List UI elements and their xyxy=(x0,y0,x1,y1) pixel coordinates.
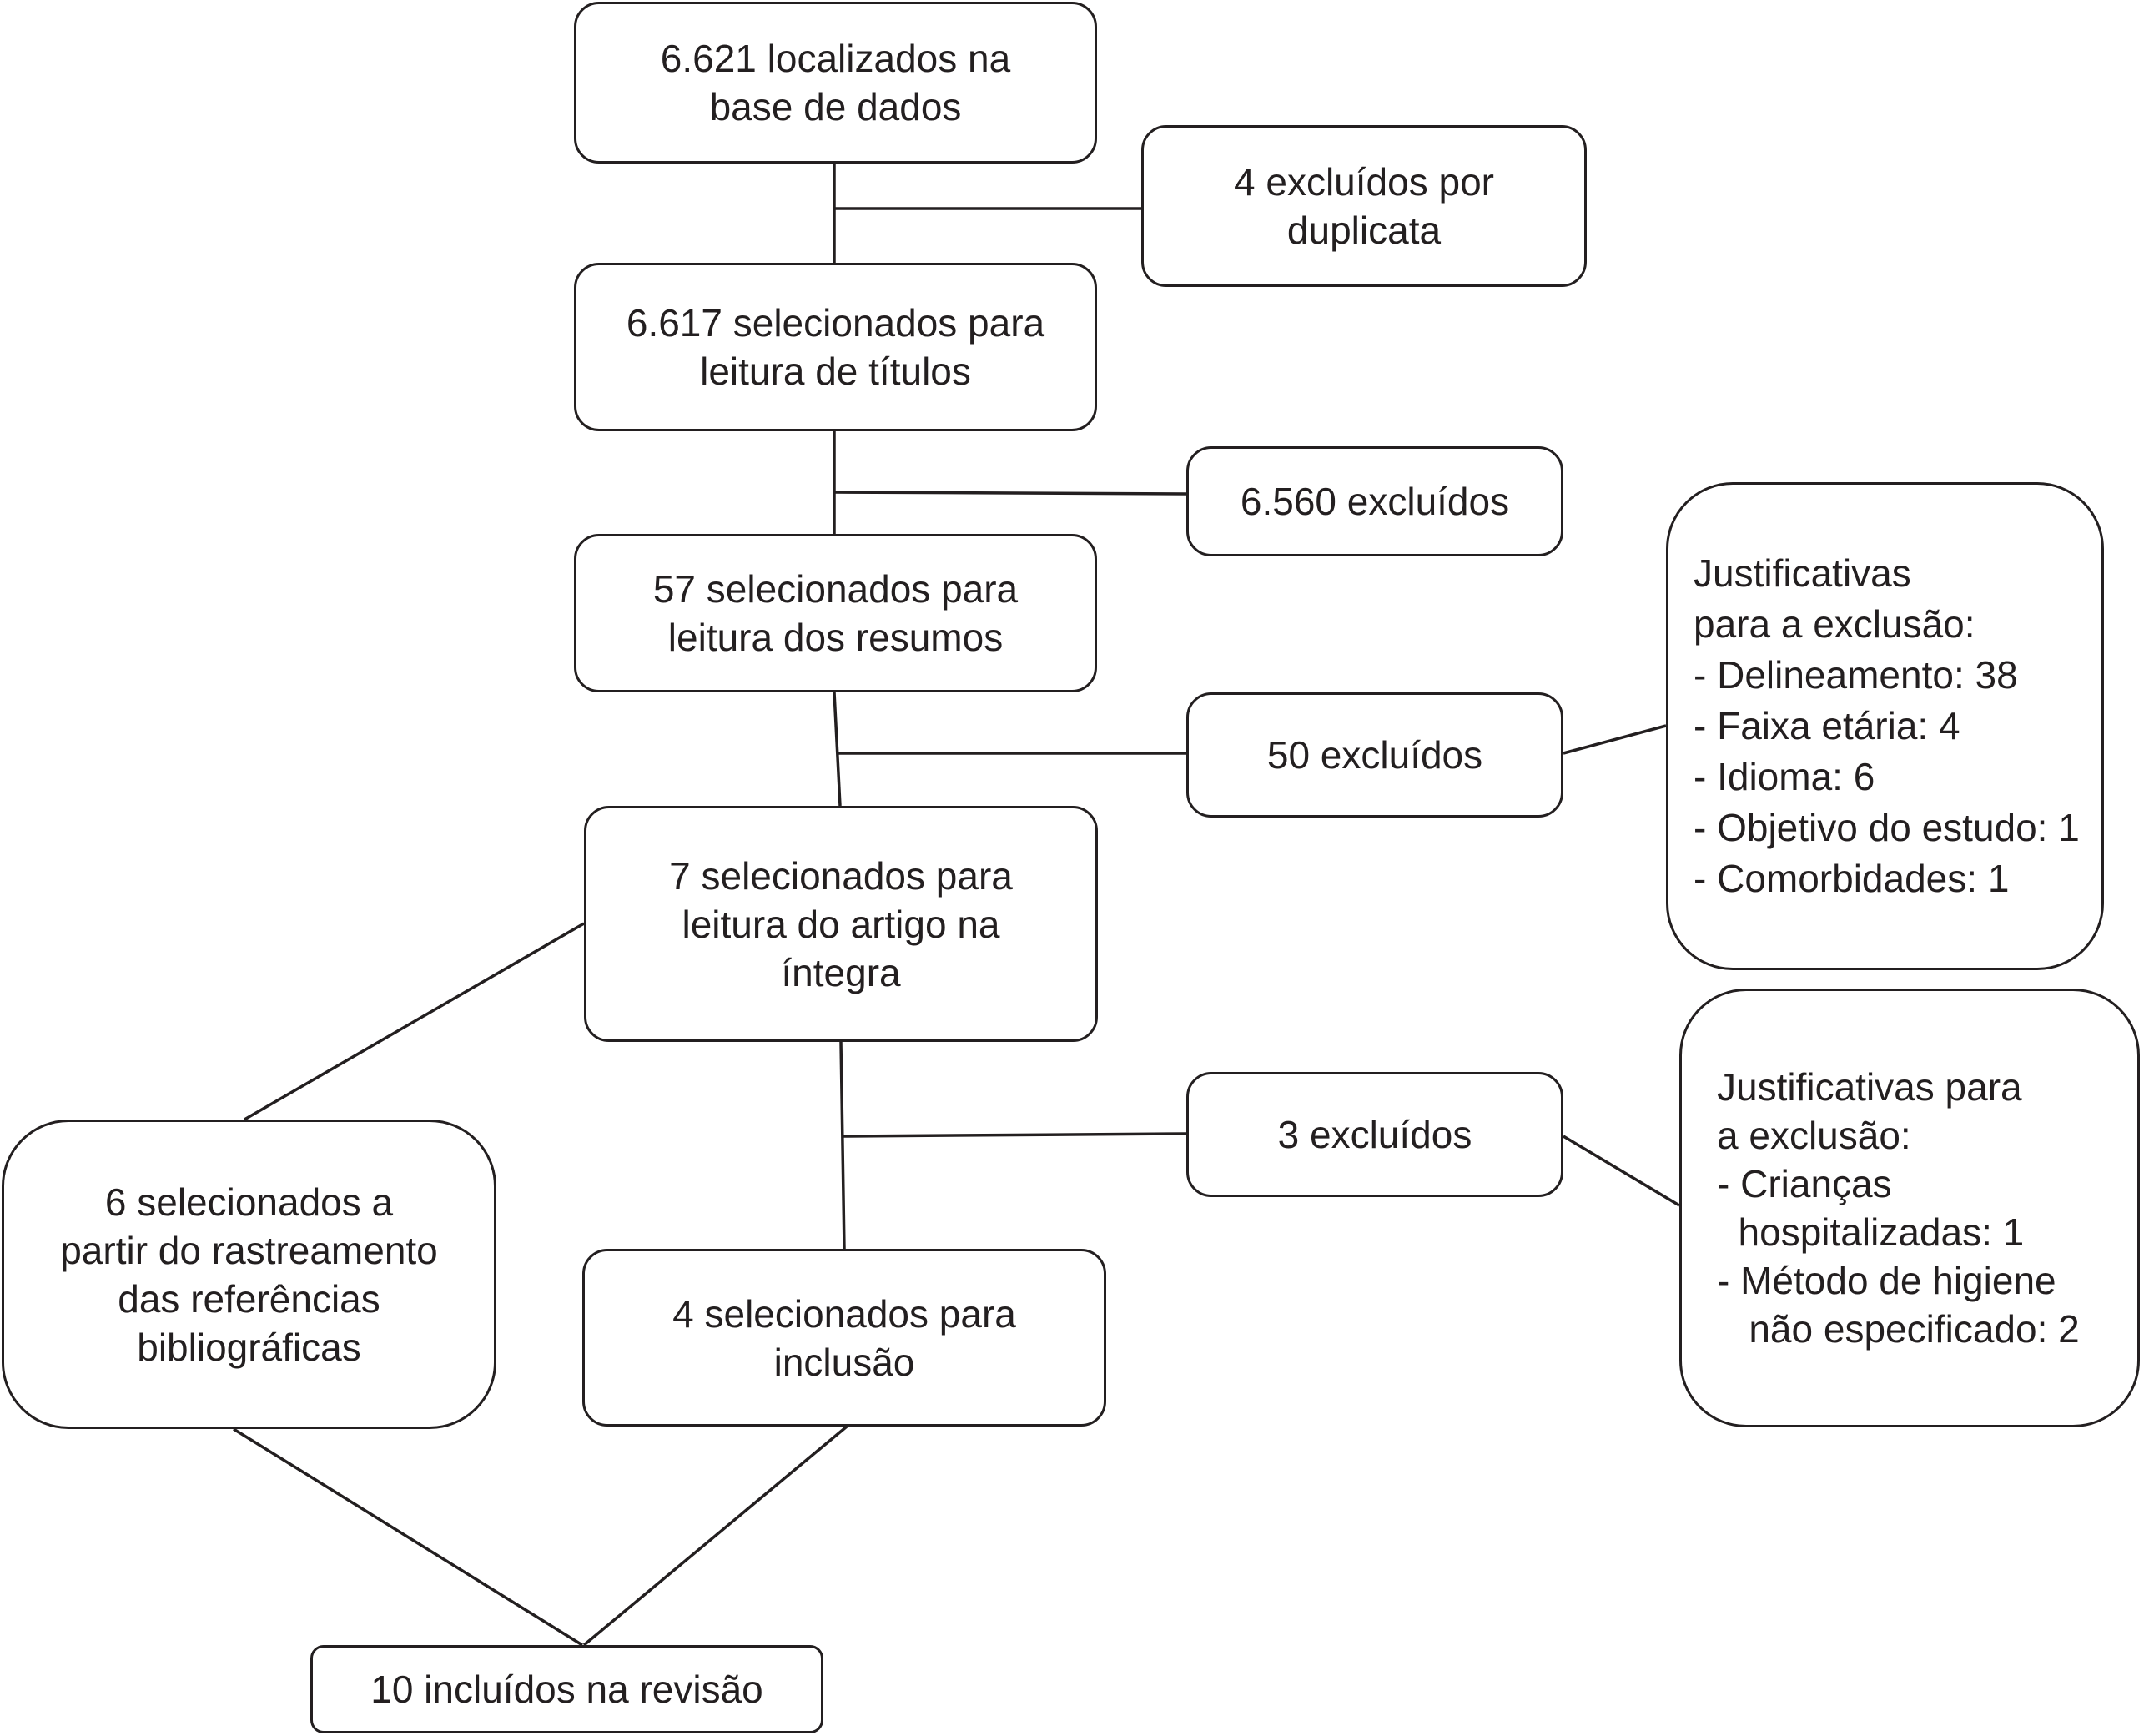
box-located-records: 6.621 localizados na base de dados xyxy=(574,2,1097,164)
box-text-line: 4 excluídos por xyxy=(1234,160,1494,204)
box-text-line: partir do rastreamento xyxy=(60,1228,438,1272)
box-text-line: não especificado: 2 xyxy=(1717,1307,2080,1351)
box-text-line: 4 selecionados para xyxy=(672,1291,1016,1336)
box-text-line: íntegra xyxy=(781,950,901,994)
box-text-line: - Comorbidades: 1 xyxy=(1694,857,2010,900)
box-text-line: 6 selecionados a xyxy=(104,1180,394,1224)
connector-abstracts-fulltext xyxy=(833,692,842,807)
box-abstract-exclusion-reasons: Justificativas para a exclusão: - Deline… xyxy=(1666,482,2104,970)
connector-fulltext-references xyxy=(244,922,585,1121)
box-excluded-abstracts: 50 excluídos xyxy=(1186,692,1563,818)
box-text-line: 6.617 selecionados para xyxy=(626,301,1045,345)
box-text-line: 57 selecionados para xyxy=(652,567,1019,611)
box-text-line: para a exclusão: xyxy=(1694,602,1975,646)
box-text-line: 10 incluídos na revisão xyxy=(370,1668,763,1711)
box-text-line: - Idioma: 6 xyxy=(1694,755,1875,798)
box-excluded-titles: 6.560 excluídos xyxy=(1186,446,1563,556)
connector-references-review xyxy=(233,1427,583,1647)
box-text-line: leitura do artigo na xyxy=(682,902,1000,946)
box-text-line: Justificativas xyxy=(1694,551,1911,595)
box-fulltext-exclusion-reasons: Justificativas para a exclusão: - Crianç… xyxy=(1679,989,2140,1427)
box-text-line: - Faixa etária: 4 xyxy=(1694,704,1960,747)
box-text-line: 3 excluídos xyxy=(1277,1113,1472,1156)
box-abstract-screening: 57 selecionados para leitura dos resumos xyxy=(574,534,1097,692)
box-text-line: - Método de higiene xyxy=(1717,1259,2056,1302)
box-text-line: leitura de títulos xyxy=(700,350,971,393)
box-excluded-fulltext: 3 excluídos xyxy=(1186,1072,1563,1197)
box-duplicates-excluded: 4 excluídos por duplicata xyxy=(1141,125,1587,287)
box-text-line: - Objetivo do estudo: 1 xyxy=(1694,806,2080,849)
box-text-line: 7 selecionados para xyxy=(669,853,1013,898)
box-text-line: - Delineamento: 38 xyxy=(1694,653,2018,697)
box-text-line: 50 excluídos xyxy=(1266,733,1483,777)
box-text-line: a exclusão: xyxy=(1717,1114,1911,1157)
box-selected-for-inclusion: 4 selecionados para inclusão xyxy=(582,1249,1106,1427)
box-text-line: 6.560 excluídos xyxy=(1240,480,1510,523)
box-title-screening: 6.617 selecionados para leitura de títul… xyxy=(574,263,1097,431)
connector-to-excluded-fulltext xyxy=(842,1132,1187,1138)
box-text-line: - Crianças xyxy=(1717,1162,1892,1205)
box-text-line: duplicata xyxy=(1286,209,1442,252)
box-text-line: leitura dos resumos xyxy=(667,616,1004,659)
box-fulltext-reading: 7 selecionados para leitura do artigo na… xyxy=(584,806,1098,1042)
box-reference-tracking: 6 selecionados a partir do rastreamento … xyxy=(2,1120,496,1429)
box-text-line: Justificativas para xyxy=(1717,1065,2022,1109)
connector-inclusion-review xyxy=(582,1425,848,1647)
box-text-line: hospitalizadas: 1 xyxy=(1717,1210,2025,1254)
connector-excluded-fulltext-justification xyxy=(1563,1135,1680,1207)
connector-fulltext-inclusion xyxy=(839,1041,846,1250)
connector-to-excluded-titles xyxy=(833,491,1187,496)
box-text-line: das referências xyxy=(118,1276,380,1321)
box-text-line: inclusão xyxy=(773,1340,915,1384)
connector-excluded-abstracts-justification xyxy=(1563,724,1667,755)
box-text-line: base de dados xyxy=(709,85,962,128)
box-included-in-review: 10 incluídos na revisão xyxy=(310,1645,823,1733)
box-text-line: bibliográficas xyxy=(137,1325,361,1369)
box-text-line: 6.621 localizados na xyxy=(660,37,1011,80)
